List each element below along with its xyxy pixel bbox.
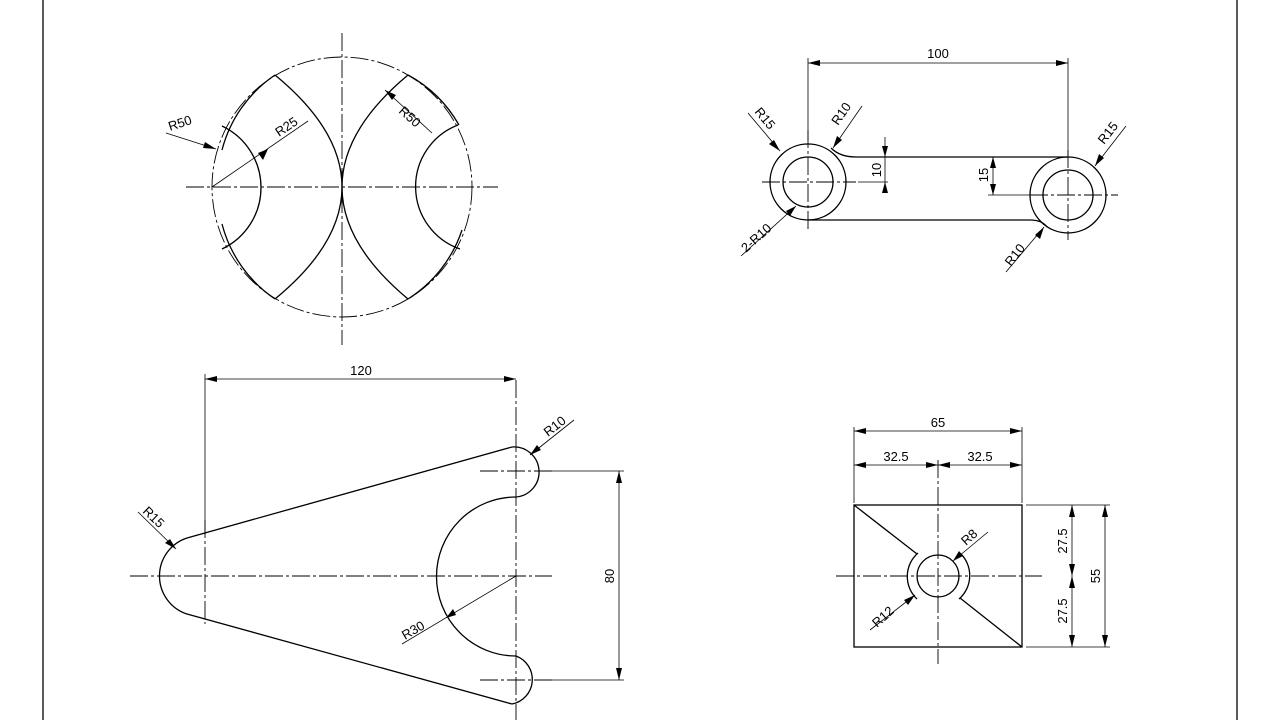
dim-r15-right: R15: [1095, 119, 1122, 147]
dim-r10-bottom: R10: [1002, 241, 1029, 269]
dim-2-r10: 2-R10: [738, 220, 774, 255]
dim-100: 100: [927, 46, 949, 61]
bar-bottom-edge: [808, 219, 1048, 228]
view-link: 100 R15 R10 R15 10 15 2-R10 R10: [738, 46, 1127, 273]
dim-r8: R8: [958, 526, 980, 548]
fork-left-arc: [158, 537, 188, 615]
arc-r25-left: [221, 125, 262, 250]
fork-bottom-edge: [186, 613, 513, 705]
right-hole: [1042, 169, 1094, 221]
fork-inner-arc: [435, 496, 517, 657]
dim-r15-fork: R15: [140, 503, 168, 530]
dim-r50-left: R50: [166, 112, 193, 134]
dim-120: 120: [350, 363, 372, 378]
dim-27-5-bottom: 27.5: [1055, 598, 1070, 623]
dim-32-5-right: 32.5: [967, 449, 992, 464]
view-block: 65 32.5 32.5 R8 27.5 55 27.5 R12: [836, 415, 1110, 664]
fork-top-edge: [186, 446, 513, 539]
dim-r30: R30: [399, 618, 427, 643]
outer-arc-left-bottom: [221, 223, 276, 300]
dim-65: 65: [931, 415, 945, 430]
diag-top-left: [853, 504, 918, 555]
arc-r50-right: [341, 74, 409, 300]
block-outline: [853, 504, 1023, 648]
arc-r25-right: [414, 124, 461, 250]
boss-right-arc: [958, 552, 971, 600]
dim-r25: R25: [272, 114, 300, 140]
dim-55: 55: [1088, 569, 1103, 583]
block-hole: [916, 554, 960, 598]
fork-bottom-lobe: [511, 655, 533, 705]
outer-arc-right-top: [407, 74, 460, 126]
left-boss-outer: [769, 143, 847, 221]
dim-15: 15: [976, 168, 991, 182]
outer-arc-left-top: [221, 74, 276, 151]
outer-arc-right-bottom: [407, 229, 463, 300]
diag-bottom-right: [959, 597, 1023, 648]
view-fork: 120 R10 R15 80 R30: [130, 363, 624, 720]
left-hole: [782, 156, 834, 208]
view-circle-arcs: R50 R25 R50: [165, 33, 498, 345]
dim-32-5-left: 32.5: [883, 449, 908, 464]
dim-r12: R12: [869, 603, 897, 630]
dim-80: 80: [602, 569, 617, 583]
dim-10: 10: [869, 163, 884, 177]
fork-top-lobe: [511, 446, 540, 498]
dim-27-5-top: 27.5: [1055, 528, 1070, 553]
dim-r10-fork: R10: [541, 413, 569, 440]
boss-left-arc: [906, 552, 919, 600]
dim-r15-left: R15: [752, 104, 779, 132]
sheet-border: [42, 0, 1238, 720]
dim-r50-right: R50: [396, 103, 424, 130]
bar-top-edge: [830, 147, 1068, 158]
